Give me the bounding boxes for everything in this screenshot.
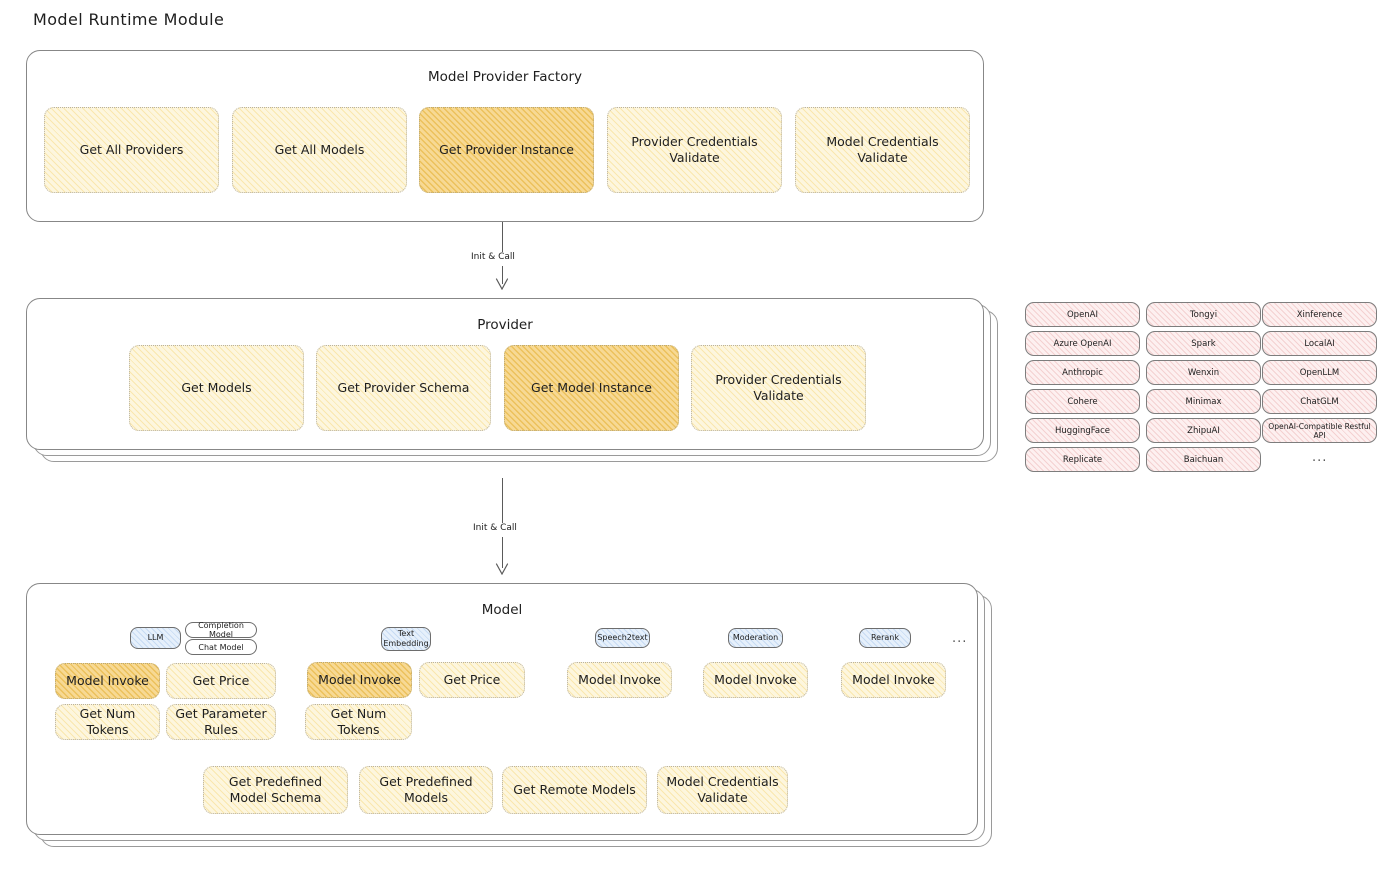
factory-box-get-all-providers[interactable]: Get All Providers <box>44 107 219 193</box>
connector-2-line-top <box>502 478 504 523</box>
provider-chip-cohere[interactable]: Cohere <box>1025 389 1140 414</box>
provider-chip-tongyi[interactable]: Tongyi <box>1146 302 1261 327</box>
provider-chip-minimax[interactable]: Minimax <box>1146 389 1261 414</box>
provider-chip-wenxin[interactable]: Wenxin <box>1146 360 1261 385</box>
model-type-chip-speech2text[interactable]: Speech2text <box>595 628 650 648</box>
connector-1-arrowhead <box>495 278 509 290</box>
provider-chip-azure-openai[interactable]: Azure OpenAI <box>1025 331 1140 356</box>
provider-chip-openai-compatible-restful-api[interactable]: OpenAI-Compatible Restful API <box>1262 418 1377 443</box>
provider-chip-chatglm[interactable]: ChatGLM <box>1262 389 1377 414</box>
provider-list-more-ellipsis: ... <box>1312 450 1328 465</box>
provider-chip-xinference[interactable]: Xinference <box>1262 302 1377 327</box>
page-title: Model Runtime Module <box>33 10 225 29</box>
model-common-box-get-remote-models[interactable]: Get Remote Models <box>502 766 647 814</box>
model-type-chip-moderation[interactable]: Moderation <box>728 628 783 648</box>
model-box-moderation-model-invoke[interactable]: Model Invoke <box>703 662 808 698</box>
provider-chip-openllm[interactable]: OpenLLM <box>1262 360 1377 385</box>
model-groups-more-ellipsis: ... <box>952 631 968 646</box>
connector-2-arrowhead <box>495 563 509 575</box>
model-common-box-get-predefined-models[interactable]: Get Predefined Models <box>359 766 493 814</box>
provider-title: Provider <box>477 317 533 333</box>
model-provider-factory-title: Model Provider Factory <box>427 69 582 85</box>
factory-box-get-provider-instance[interactable]: Get Provider Instance <box>419 107 594 193</box>
model-type-chip-text-embedding[interactable]: Text Embedding <box>381 627 431 651</box>
provider-chip-replicate[interactable]: Replicate <box>1025 447 1140 472</box>
provider-chip-zhipuai[interactable]: ZhipuAI <box>1146 418 1261 443</box>
factory-box-provider-credentials-validate[interactable]: Provider Credentials Validate <box>607 107 782 193</box>
connector-2-line-bottom <box>502 537 504 568</box>
model-subtype-chip-completion-model[interactable]: Completion Model <box>185 621 257 639</box>
provider-chip-localai[interactable]: LocalAI <box>1262 331 1377 356</box>
model-box-rerank-model-invoke[interactable]: Model Invoke <box>841 662 946 698</box>
model-box-llm-get-price[interactable]: Get Price <box>166 663 276 699</box>
provider-box-provider-credentials-validate[interactable]: Provider Credentials Validate <box>691 345 866 431</box>
model-box-llm-get-parameter-rules[interactable]: Get Parameter Rules <box>166 704 276 740</box>
model-type-chip-llm[interactable]: LLM <box>130 627 181 649</box>
factory-box-get-all-models[interactable]: Get All Models <box>232 107 407 193</box>
connector-1-line-bottom <box>502 266 504 284</box>
provider-box-get-models[interactable]: Get Models <box>129 345 304 431</box>
provider-box-get-provider-schema[interactable]: Get Provider Schema <box>316 345 491 431</box>
model-box-text-embedding-model-invoke[interactable]: Model Invoke <box>307 662 412 698</box>
model-type-chip-rerank[interactable]: Rerank <box>859 628 911 648</box>
provider-chip-spark[interactable]: Spark <box>1146 331 1261 356</box>
connector-2-label: Init & Call <box>470 523 520 533</box>
provider-box-get-model-instance[interactable]: Get Model Instance <box>504 345 679 431</box>
connector-1-label: Init & Call <box>468 252 518 262</box>
model-common-box-model-credentials-validate[interactable]: Model Credentials Validate <box>657 766 788 814</box>
provider-chip-huggingface[interactable]: HuggingFace <box>1025 418 1140 443</box>
factory-box-model-credentials-validate[interactable]: Model Credentials Validate <box>795 107 970 193</box>
model-box-text-embedding-get-price[interactable]: Get Price <box>419 662 525 698</box>
provider-chip-anthropic[interactable]: Anthropic <box>1025 360 1140 385</box>
model-subtype-chip-chat-model[interactable]: Chat Model <box>185 639 257 655</box>
model-box-text-embedding-get-num-tokens[interactable]: Get Num Tokens <box>305 704 412 740</box>
model-box-speech2text-model-invoke[interactable]: Model Invoke <box>567 662 672 698</box>
model-box-llm-model-invoke[interactable]: Model Invoke <box>55 663 160 699</box>
model-box-llm-get-num-tokens[interactable]: Get Num Tokens <box>55 704 160 740</box>
connector-1-line-top <box>502 222 504 252</box>
model-common-box-get-predefined-model-schema[interactable]: Get Predefined Model Schema <box>203 766 348 814</box>
model-title: Model <box>481 602 523 618</box>
provider-chip-baichuan[interactable]: Baichuan <box>1146 447 1261 472</box>
provider-chip-openai[interactable]: OpenAI <box>1025 302 1140 327</box>
